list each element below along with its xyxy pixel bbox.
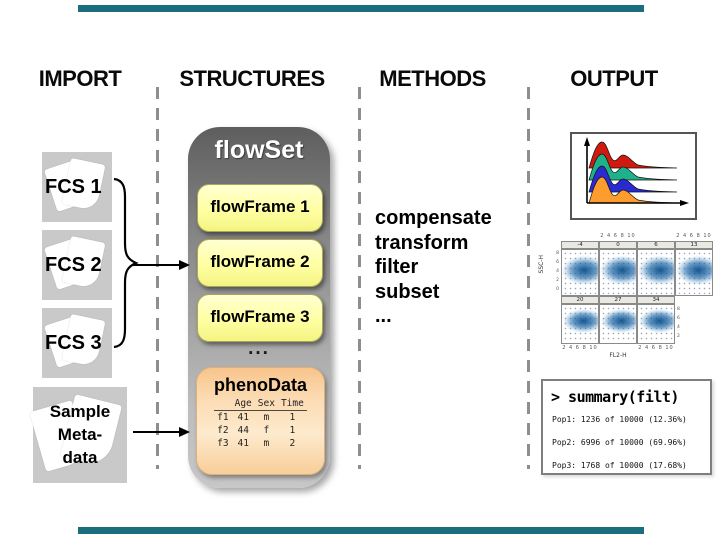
phenodata-cell: 41	[237, 438, 249, 449]
density-plot-svg	[584, 137, 689, 206]
density-curve-blue	[588, 165, 678, 193]
lattice-scatter-plot: 2 4 6 8 10 2 4 6 8 10 -4 0 6 13 20 27 34…	[537, 231, 717, 361]
divider-import-structures	[156, 87, 159, 469]
summary-line-pop1: Pop1: 1236 of 10000 (12.36%)	[552, 415, 687, 424]
fcs-to-flowset-arrow	[133, 260, 190, 270]
divider-structures-methods	[358, 87, 361, 469]
panel-strip: 6	[637, 241, 675, 249]
phenodata-title: phenoData	[213, 375, 307, 395]
summary-command: > summary(filt)	[551, 388, 679, 406]
flowframe-1-box: flowFrame 1	[197, 184, 323, 232]
header-methods: METHODS	[379, 66, 486, 91]
axis-ticks-top: 2 4 6 8 10	[676, 233, 712, 239]
y-axis-ticks-right: 8 6 4 2	[677, 307, 680, 339]
panel-strip: 34	[637, 296, 675, 304]
phenodata-header-cell: Time	[277, 397, 307, 411]
x-axis-label: FL2-H	[609, 352, 627, 359]
phenodata-cell: 2	[289, 438, 296, 449]
scatter-panel	[599, 304, 637, 344]
phenodata-cell: m	[263, 438, 270, 449]
method-item: filter	[375, 256, 419, 278]
header-import: IMPORT	[38, 66, 122, 91]
fcs3-label: FCS 3	[45, 332, 102, 354]
phenodata-box: phenoData Age Sex Time f1 41 m 1 f2	[196, 367, 325, 475]
y-axis-arrowhead	[584, 137, 590, 146]
header-structures: STRUCTURES	[179, 66, 325, 91]
metadata-line: Sample	[49, 402, 111, 421]
axis-ticks-bottom: 2 4 6 8 10	[562, 345, 598, 351]
phenodata-row: f1 41 m 1	[214, 411, 307, 425]
panel-strip: -4	[561, 241, 599, 249]
x-axis-arrowhead	[680, 200, 689, 206]
bottom-accent-bar	[78, 527, 644, 534]
panel-strip: 13	[675, 241, 713, 249]
panel-strip: 27	[599, 296, 637, 304]
y-axis-ticks-left: 8 6 4 2 0	[556, 251, 559, 292]
metadata-to-phenodata-arrow	[133, 427, 190, 437]
phenodata-cell: 1	[289, 412, 296, 423]
scatter-panel	[637, 304, 675, 344]
phenodata-cell: f	[263, 425, 270, 436]
metadata-line: Meta-	[57, 425, 103, 444]
scatter-panel	[675, 249, 713, 296]
methods-list: compensate transform filter subset ...	[375, 206, 492, 329]
axis-ticks-bottom: 2 4 6 8 10	[638, 345, 674, 351]
phenodata-cell: 1	[289, 425, 296, 436]
flowframe-ellipsis: ...	[248, 338, 270, 359]
phenodata-header-cell: Sex	[254, 397, 278, 411]
scatter-panel	[637, 249, 675, 296]
summary-line-pop3: Pop3: 1768 of 10000 (17.68%)	[552, 461, 687, 470]
phenodata-header-row: Age Sex Time	[214, 397, 307, 411]
method-item: compensate	[375, 207, 492, 229]
phenodata-table: Age Sex Time f1 41 m 1 f2 44 f 1	[214, 397, 307, 450]
header-output: OUTPUT	[570, 66, 658, 91]
density-curve-green	[588, 153, 678, 181]
summary-line-pop2: Pop2: 6996 of 10000 (69.96%)	[552, 438, 687, 447]
flowframe-2-box: flowFrame 2	[197, 239, 323, 287]
phenodata-header-cell	[214, 397, 232, 411]
phenodata-cell: f2	[217, 425, 229, 436]
phenodata-cell: f1	[217, 412, 229, 423]
fcs-file-icon-1	[42, 152, 112, 222]
panel-strip: 20	[561, 296, 599, 304]
fcs2-label: FCS 2	[45, 254, 102, 276]
metadata-label: Sample Meta- data	[33, 400, 127, 469]
flowframe-3-box: flowFrame 3	[197, 294, 323, 342]
y-axis-label: SSC-H	[538, 255, 545, 274]
fcs-file-icon-2	[42, 230, 112, 300]
method-item: ...	[375, 305, 392, 327]
phenodata-cell: f3	[217, 438, 229, 449]
density-plot	[570, 132, 697, 220]
phenodata-cell: m	[263, 412, 270, 423]
phenodata-row: f2 44 f 1	[214, 424, 307, 437]
top-accent-bar	[78, 5, 644, 12]
fcs1-label: FCS 1	[45, 176, 102, 198]
phenodata-row: f3 41 m 2	[214, 437, 307, 450]
density-curve-orange	[588, 176, 678, 204]
panel-strip: 0	[599, 241, 637, 249]
method-item: transform	[375, 231, 469, 254]
scatter-panel	[561, 249, 599, 296]
scatter-panel	[561, 304, 599, 344]
phenodata-cell: 41	[237, 412, 249, 423]
metadata-line: data	[62, 448, 98, 467]
flowset-title: flowSet	[214, 136, 304, 164]
grouping-brace	[113, 177, 139, 349]
divider-methods-output	[527, 87, 530, 469]
axis-ticks-top: 2 4 6 8 10	[600, 233, 636, 239]
phenodata-cell: 44	[237, 425, 249, 436]
density-curve-red	[588, 141, 678, 169]
phenodata-header-cell: Age	[231, 397, 255, 411]
fcs-file-icon-3	[42, 308, 112, 378]
method-item: subset	[375, 280, 440, 303]
scatter-panel	[599, 249, 637, 296]
metadata-file-icon: Sample Meta- data	[29, 387, 127, 483]
summary-output-box: > summary(filt) Pop1: 1236 of 10000 (12.…	[541, 379, 712, 475]
